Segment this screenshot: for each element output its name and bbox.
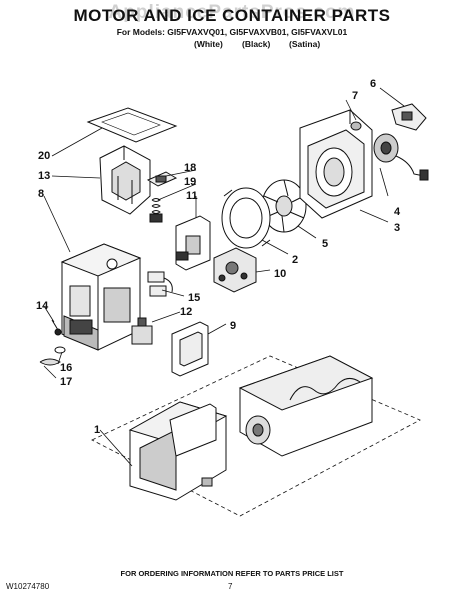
part-15-harness: [147, 271, 173, 297]
page-number: 7: [228, 582, 233, 591]
part-9-mounting-plate: [171, 321, 209, 377]
part-11-switch-bracket: [175, 215, 211, 271]
callout-8: 8: [38, 188, 45, 200]
callout-16: 16: [60, 362, 73, 374]
color-white: (White): [194, 39, 223, 49]
color-black: (Black): [242, 39, 271, 49]
page-title: MOTOR AND ICE CONTAINER PARTS: [73, 6, 391, 25]
document-number: W10274780: [6, 582, 50, 591]
callout-5: 5: [322, 238, 329, 250]
callout-6: 6: [370, 78, 377, 90]
part-13-housing-cover: [99, 145, 151, 215]
part-12-solenoid: [131, 317, 153, 345]
callout-19: 19: [184, 176, 197, 188]
leader-lines: [43, 87, 405, 467]
part-8-motor-housing: [60, 243, 142, 351]
callout-7: 7: [352, 90, 359, 102]
part-10-auger-motor: [213, 247, 257, 293]
part-7-grommet: [350, 121, 362, 131]
part-5-fan: [261, 179, 307, 233]
callout-4: 4: [394, 206, 401, 218]
model-list: For Models: GI5FVAXVQ01, GI5FVAXVB01, GI…: [116, 27, 348, 37]
part-14-screw: [51, 319, 62, 336]
callout-14: 14: [36, 300, 49, 312]
callout-9: 9: [230, 320, 237, 332]
part-20-insulation-pad: [86, 107, 178, 143]
callout-2: 2: [292, 254, 299, 266]
watermark: AppliancePartsPros.com: [108, 2, 356, 23]
callout-1: 1: [94, 424, 101, 436]
callout-3: 3: [394, 222, 401, 234]
part-3-rear-housing: [299, 109, 373, 219]
callout-11: 11: [186, 190, 198, 202]
part-1-ice-container: [128, 401, 228, 501]
part-16-washer: [54, 346, 66, 354]
part-2-fan-shroud: [221, 187, 271, 249]
callout-10: 10: [274, 268, 287, 280]
callout-18: 18: [184, 162, 197, 174]
part-4-motor: [373, 133, 429, 181]
callout-15: 15: [188, 292, 201, 304]
part-18-bracket: [146, 171, 178, 187]
ordering-note: FOR ORDERING INFORMATION REFER TO PARTS …: [120, 569, 344, 578]
part-6-motor-cover: [391, 103, 427, 131]
color-satina: (Satina): [289, 39, 321, 49]
ice-bucket-auger: [238, 355, 374, 457]
part-19-spring: [149, 198, 163, 223]
callout-13: 13: [38, 170, 51, 182]
callout-17: 17: [60, 376, 73, 388]
callout-20: 20: [38, 150, 51, 162]
part-17-clip: [39, 358, 61, 366]
callout-12: 12: [180, 306, 193, 318]
